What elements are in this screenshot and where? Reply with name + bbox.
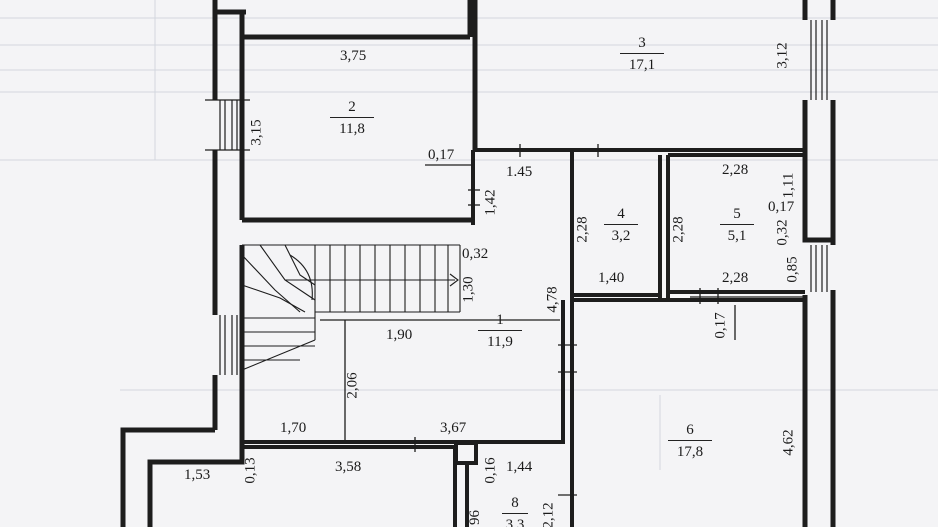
dimension-label: 2,12	[540, 502, 557, 527]
dimension-label: 2,28	[670, 216, 687, 243]
room-number: 1	[478, 313, 522, 331]
dimension-label: 3,67	[440, 420, 467, 436]
room-number: 5	[720, 207, 754, 225]
exterior-walls	[120, 0, 836, 527]
room-1-label: 1 11,9	[478, 313, 522, 350]
dimension-label: 0,32	[774, 219, 791, 246]
room-3-label: 3 17,1	[620, 36, 664, 73]
dimension-label: 0,85	[784, 256, 801, 283]
dimension-label: 2,06	[344, 372, 361, 399]
room-area: 11,8	[339, 121, 365, 137]
room-area: 5,1	[727, 228, 747, 244]
dimension-label: 3,75	[340, 48, 367, 64]
room-area: 17,1	[628, 57, 656, 73]
dimension-label: 3,15	[248, 119, 265, 146]
dimension-label: 0,13	[242, 457, 259, 484]
room-area: 3,3	[505, 517, 525, 527]
dimension-label: 96	[467, 510, 483, 525]
dimension-label: 0,17	[428, 147, 455, 163]
dimension-label: 1,44	[506, 459, 533, 475]
room-area: 3,2	[611, 228, 631, 244]
dimension-label: 1,53	[184, 467, 211, 483]
room-number: 4	[604, 207, 638, 225]
dimension-label: 2,28	[722, 162, 749, 178]
room-number: 3	[620, 36, 664, 54]
windows	[205, 20, 828, 375]
dimension-label: 0,17	[768, 199, 795, 215]
room-2-label: 2 11,8	[330, 100, 374, 137]
dimension-label: 1,42	[482, 189, 499, 216]
dimension-label: 2,28	[722, 270, 749, 286]
dimension-label: 0,32	[462, 246, 489, 262]
room-area: 11,9	[487, 334, 513, 350]
room-number: 8	[502, 496, 528, 514]
room-5-label: 5 5,1	[720, 207, 754, 244]
dimension-label: 1,11	[780, 172, 797, 199]
background-table-lines	[0, 0, 938, 470]
dimension-label: 2,28	[574, 216, 591, 243]
door-markers	[414, 144, 719, 496]
column	[454, 441, 478, 465]
interior-walls	[242, 148, 805, 527]
room-8-label: 8 3,3	[502, 496, 528, 527]
dimension-label: 4,62	[780, 429, 797, 456]
dimension-label: 0,16	[482, 457, 499, 484]
room-area: 17,8	[676, 444, 704, 460]
dimension-label: 1,30	[460, 276, 477, 303]
dimension-label: 4,78	[544, 286, 561, 313]
dimension-label: 1,90	[386, 327, 413, 343]
staircase	[241, 244, 461, 371]
room-number: 6	[668, 423, 712, 441]
dimension-label: 3,58	[335, 459, 362, 475]
dimension-label: 0,17	[712, 312, 729, 339]
dimension-label: 3,12	[774, 42, 791, 69]
room-6-label: 6 17,8	[668, 423, 712, 460]
thin-lines	[320, 164, 805, 440]
room-4-label: 4 3,2	[604, 207, 638, 244]
dimension-label: 1.45	[506, 164, 533, 180]
dimension-label: 1,70	[280, 420, 307, 436]
dimension-label: 1,40	[598, 270, 625, 286]
room-number: 2	[330, 100, 374, 118]
